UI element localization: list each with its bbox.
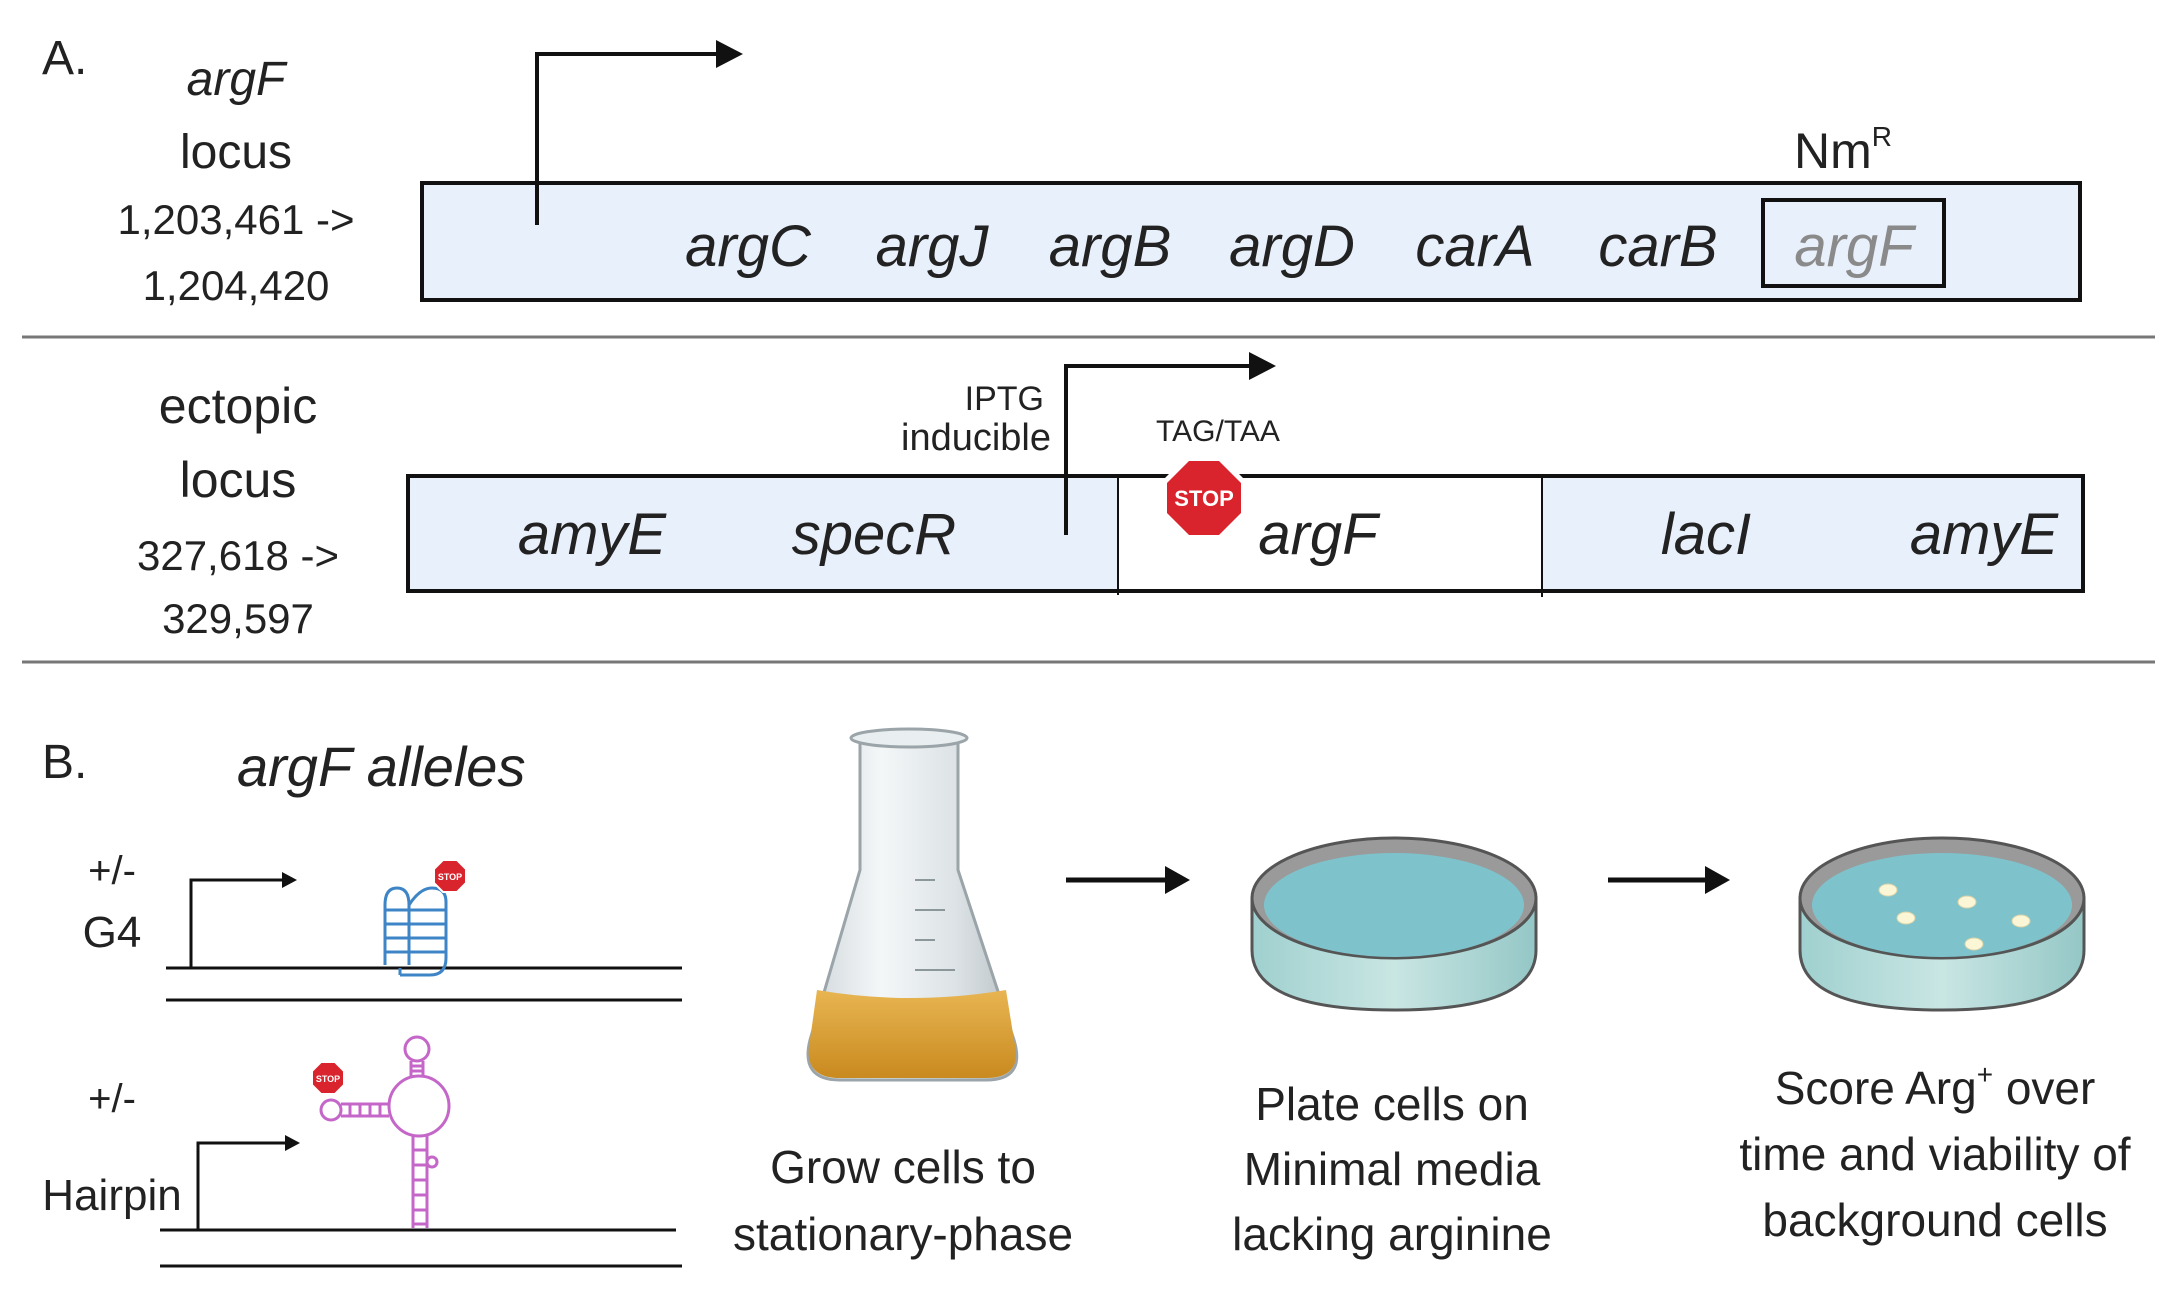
hairpin-stop-icon: STOP xyxy=(311,1061,345,1095)
svg-text:background cells: background cells xyxy=(1762,1194,2107,1246)
step3-caption: Score Arg+ over time and viability of ba… xyxy=(1739,1059,2130,1246)
argf-locus-word: locus xyxy=(180,126,292,179)
panel-a-label: A. xyxy=(42,32,87,85)
gene-argC: argC xyxy=(685,214,812,279)
argf-locus-label: argF locus 1,203,461 -> 1,204,420 xyxy=(117,53,354,309)
ectopic-locus-word2: locus xyxy=(180,452,297,508)
argf-locus-promoter-arrow xyxy=(535,40,743,225)
svg-text:Grow cells to: Grow cells to xyxy=(770,1141,1036,1193)
gene-argF-ectopic: argF xyxy=(1258,502,1381,567)
argf-locus-genes: argC argJ argB argD carA carB xyxy=(685,214,1717,279)
ectopic-locus-coord-end: 329,597 xyxy=(162,595,314,642)
svg-text:STOP: STOP xyxy=(438,872,462,882)
ectopic-locus-coord-start: 327,618 -> xyxy=(137,532,339,579)
svg-text:time and viability of: time and viability of xyxy=(1739,1128,2130,1180)
arrow-step2-to-step3 xyxy=(1608,866,1730,894)
g4-allele: +/- G4 STOP xyxy=(83,849,682,1002)
gene-argD: argD xyxy=(1229,214,1355,279)
gene-argF-replaced: argF xyxy=(1794,214,1917,279)
hairpin-structure-icon xyxy=(319,1035,451,1228)
panel-b-label: B. xyxy=(42,736,87,789)
gene-lacI: lacI xyxy=(1661,502,1751,567)
ectopic-locus-word1: ectopic xyxy=(159,378,317,434)
g4-quadruplex-icon xyxy=(383,886,448,977)
hairpin-name: Hairpin xyxy=(42,1171,181,1220)
petri-dish-empty-icon xyxy=(1250,836,1538,1012)
argf-nmr-box xyxy=(1761,198,1946,288)
petri-dish-colonies-icon xyxy=(1798,836,2086,1012)
gene-argB: argB xyxy=(1049,214,1172,279)
colonies xyxy=(1878,883,2031,951)
argf-locus-coord-start: 1,203,461 -> xyxy=(117,196,354,243)
gene-argJ: argJ xyxy=(876,214,990,279)
ectopic-locus-label: ectopic locus 327,618 -> 329,597 xyxy=(137,378,339,642)
svg-text:STOP: STOP xyxy=(316,1074,340,1084)
svg-text:Plate cells on: Plate cells on xyxy=(1255,1078,1529,1130)
hairpin-prefix: +/- xyxy=(88,1077,136,1121)
hairpin-allele: +/- Hairpin xyxy=(42,1035,682,1268)
iptg-label-line2: inducible xyxy=(901,417,1051,459)
svg-text:Minimal media: Minimal media xyxy=(1244,1143,1541,1195)
stop-sign-icon: STOP xyxy=(1162,456,1246,540)
ectopic-promoter-arrow xyxy=(1064,352,1276,535)
alleles-title: argF alleles xyxy=(237,735,525,798)
hairpin-promoter-arrow xyxy=(196,1141,286,1230)
erlenmeyer-flask-icon xyxy=(806,727,1019,1082)
ectopic-genes: amyE specR argF lacI amyE xyxy=(518,502,2060,567)
nmr-marker-label: NmR xyxy=(1794,121,1892,179)
gene-carB: carB xyxy=(1598,214,1717,279)
gene-carA: carA xyxy=(1415,214,1534,279)
stop-codon-label: TAG/TAA xyxy=(1156,415,1280,448)
step2-caption: Plate cells on Minimal media lacking arg… xyxy=(1232,1078,1552,1260)
argf-locus-bar xyxy=(420,181,2082,302)
svg-text:STOP: STOP xyxy=(1174,486,1234,511)
step1-caption: Grow cells to stationary-phase xyxy=(733,1141,1073,1260)
g4-prefix: +/- xyxy=(88,849,136,893)
gene-amyE-left: amyE xyxy=(518,502,668,567)
argf-locus-coord-end: 1,204,420 xyxy=(143,262,330,309)
svg-text:lacking arginine: lacking arginine xyxy=(1232,1208,1552,1260)
g4-stop-icon: STOP xyxy=(433,859,467,893)
argf-locus-name: argF xyxy=(187,53,288,106)
svg-text:stationary-phase: stationary-phase xyxy=(733,1208,1073,1260)
g4-name: G4 xyxy=(83,908,142,957)
svg-text:Score Arg+ over: Score Arg+ over xyxy=(1775,1059,2096,1114)
gene-specR: specR xyxy=(792,502,956,567)
g4-promoter-arrow xyxy=(189,878,283,968)
iptg-label-line1: IPTG xyxy=(965,380,1044,418)
gene-amyE-right: amyE xyxy=(1910,502,2060,567)
arrow-step1-to-step2 xyxy=(1066,866,1190,894)
